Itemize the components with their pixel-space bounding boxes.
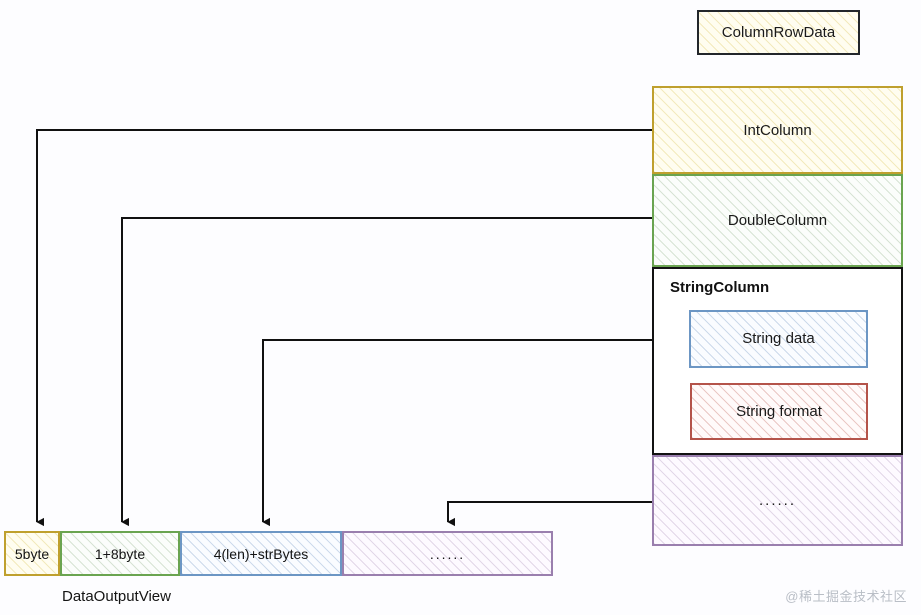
string-data-box: String data	[689, 310, 868, 368]
string-format-box: String format	[690, 383, 868, 440]
connector-more-to-more	[447, 501, 652, 527]
more-columns-box: ......	[652, 455, 903, 546]
string-data-label: String data	[742, 330, 815, 347]
connector-intcolumn-to-5byte	[36, 129, 652, 527]
dov-cell-strbytes: 4(len)+strBytes	[180, 531, 342, 576]
dataoutputview-bar: 5byte 1+8byte 4(len)+strBytes ......	[4, 531, 553, 576]
more-columns-label: ......	[758, 492, 796, 509]
doublecolumn-label: DoubleColumn	[727, 212, 828, 229]
dov-cell-1plus8byte: 1+8byte	[60, 531, 180, 576]
dov-cell-more: ......	[342, 531, 553, 576]
dov-cell-1plus8byte-label: 1+8byte	[94, 545, 146, 562]
intcolumn-box: IntColumn	[652, 86, 903, 174]
dov-cell-5byte-label: 5byte	[14, 545, 50, 562]
connector-doublecolumn-to-1plus8byte	[121, 217, 652, 527]
watermark: @稀土掘金技术社区	[785, 589, 907, 604]
dov-cell-5byte: 5byte	[4, 531, 60, 576]
stringcolumn-label: StringColumn	[670, 279, 770, 296]
connector-stringdata-to-strbytes	[262, 339, 652, 527]
dataoutputview-label: DataOutputView	[62, 588, 171, 605]
string-format-label: String format	[736, 403, 822, 420]
intcolumn-label: IntColumn	[743, 122, 812, 139]
dov-cell-strbytes-label: 4(len)+strBytes	[213, 545, 309, 562]
dov-cell-more-label: ......	[429, 545, 466, 562]
doublecolumn-box: DoubleColumn	[652, 174, 903, 267]
columnrowdata-label: ColumnRowData	[721, 24, 836, 41]
columnrowdata-box: ColumnRowData	[697, 10, 860, 55]
